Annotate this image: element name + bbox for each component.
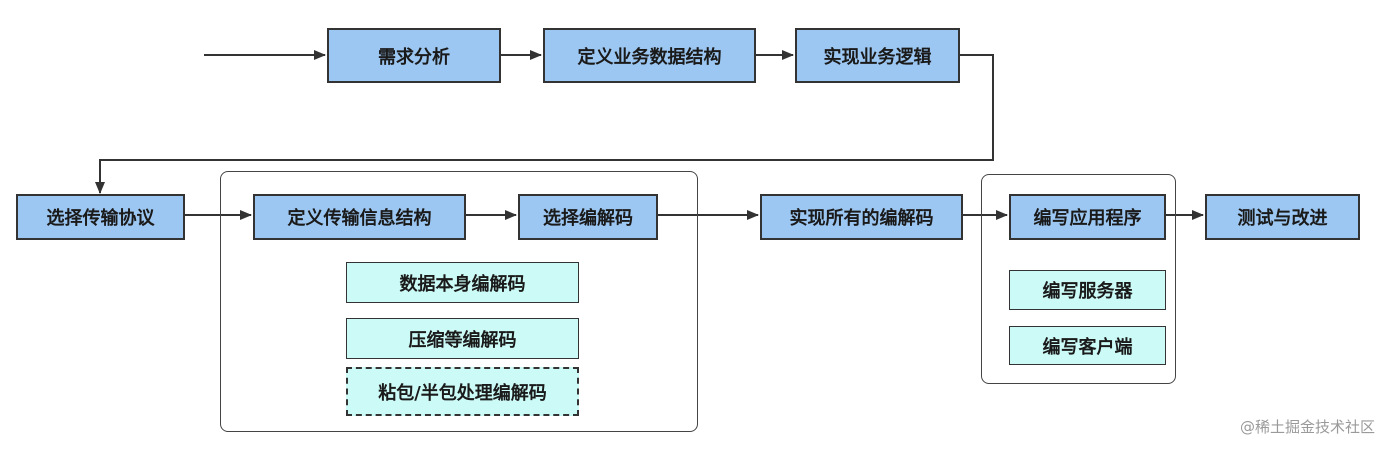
write-client-option: 编写客户端 [1009,326,1166,365]
choose-protocol-node: 选择传输协议 [16,194,185,240]
write-server-label: 编写服务器 [1042,281,1133,302]
requirement-analysis-label: 需求分析 [378,46,450,68]
define-transfer-info-label: 定义传输信息结构 [287,208,432,229]
write-client-label: 编写客户端 [1042,336,1133,358]
requirement-analysis-node: 需求分析 [327,28,501,83]
packet-codec-option: 粘包/半包处理编解码 [346,367,579,416]
write-server-option: 编写服务器 [1009,270,1166,310]
arrow-logic-to-protocol [95,54,994,194]
data-codec-option: 数据本身编解码 [346,262,579,303]
write-application-label: 编写应用程序 [1033,208,1142,229]
data-codec-label: 数据本身编解码 [399,273,526,295]
choose-codec-node: 选择编解码 [518,194,658,240]
test-and-improve-node: 测试与改进 [1205,194,1360,240]
define-transfer-info-node: 定义传输信息结构 [253,194,466,240]
test-and-improve-label: 测试与改进 [1237,208,1328,229]
implement-all-codecs-node: 实现所有的编解码 [760,194,963,240]
packet-codec-label: 粘包/半包处理编解码 [378,382,547,404]
choose-codec-label: 选择编解码 [543,208,633,229]
compression-codec-option: 压缩等编解码 [346,318,579,359]
define-business-data-label: 定义业务数据结构 [577,46,722,68]
implement-business-logic-node: 实现业务逻辑 [795,28,960,83]
implement-all-codecs-label: 实现所有的编解码 [789,208,934,229]
compression-codec-label: 压缩等编解码 [408,329,517,351]
codec-group-frame [220,171,698,432]
watermark: @稀土掘金技术社区 [1239,418,1375,436]
define-business-data-node: 定义业务数据结构 [543,28,756,83]
implement-business-logic-label: 实现业务逻辑 [823,46,932,68]
write-application-node: 编写应用程序 [1009,194,1166,240]
choose-protocol-label: 选择传输协议 [46,208,155,229]
application-group-frame [981,174,1176,384]
